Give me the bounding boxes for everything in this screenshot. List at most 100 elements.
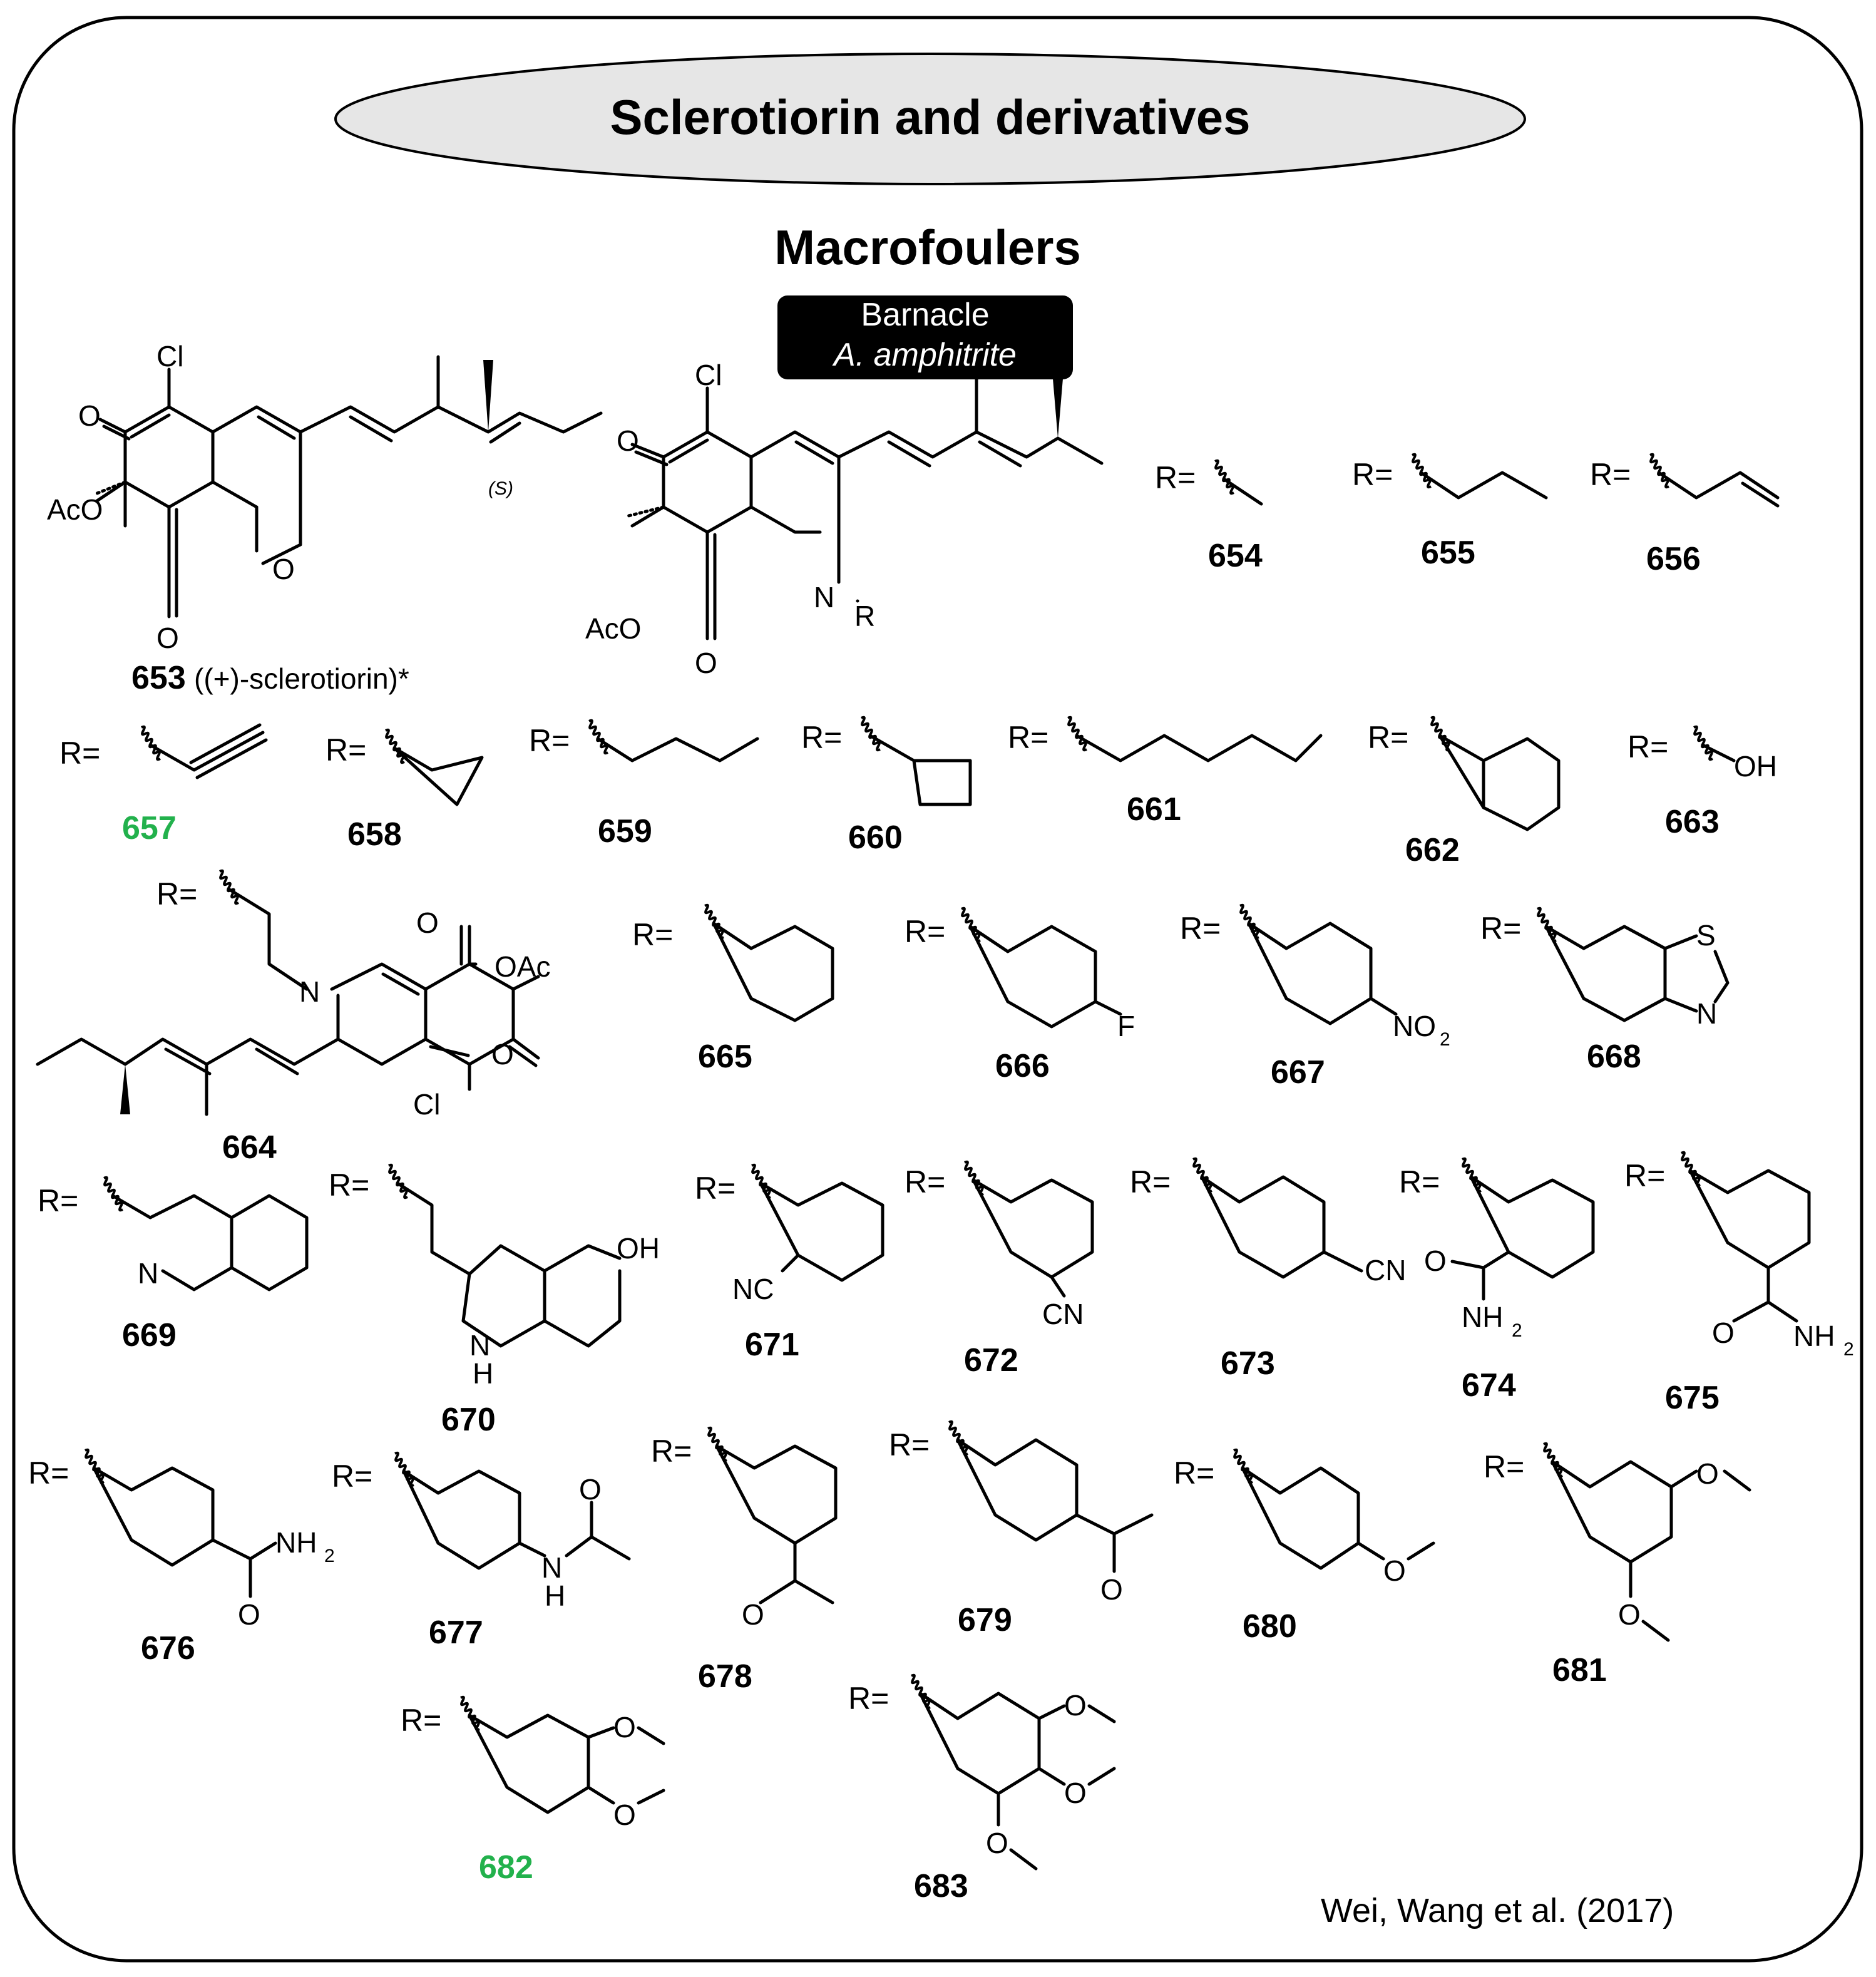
atom-label: OAc — [495, 950, 550, 983]
bond-line — [1438, 734, 1561, 831]
bond-line — [483, 360, 493, 432]
bond-line — [887, 440, 931, 468]
atom-label: R= — [1484, 1449, 1524, 1484]
structure-680: R= O 680 — [1174, 1448, 1435, 1645]
bond-line — [1053, 379, 1063, 438]
atom-label: N — [299, 975, 320, 1008]
atom-label: S — [1696, 919, 1716, 952]
bond-line — [624, 505, 665, 518]
bond-line — [749, 505, 822, 534]
structure-681: R= O O 681 — [1484, 1442, 1751, 1688]
atom-label: O — [1618, 1598, 1641, 1631]
atom-label: O — [1696, 1457, 1719, 1490]
bond-line — [971, 1178, 1094, 1298]
bond-line — [1450, 1175, 1595, 1301]
bond-line — [968, 925, 1122, 1029]
atom-label: H — [545, 1579, 565, 1612]
organism-species-name: A. amphitrite — [832, 337, 1017, 373]
structure-653: Cl O AcO O O (S) 653 ((+)-sclerotiorin)* — [47, 340, 603, 696]
bond-line — [1688, 1169, 1811, 1323]
bond-line — [1701, 743, 1736, 763]
atom-label: R= — [529, 723, 570, 758]
structure-660: R= 660 — [801, 716, 972, 856]
atom-label: R= — [1155, 460, 1196, 495]
structure-683: R= O O O 683 — [848, 1673, 1116, 1904]
bond-line — [715, 1444, 838, 1605]
atom-label: O — [1064, 1689, 1087, 1722]
label-662: 662 — [1405, 832, 1460, 868]
atom-label: O — [742, 1598, 764, 1631]
bond-line — [402, 1469, 631, 1570]
atom-label: R= — [59, 736, 100, 771]
structure-656: R= 656 — [1590, 453, 1780, 577]
bond-line — [468, 1713, 665, 1814]
label-667: 667 — [1271, 1054, 1325, 1091]
label-683: 683 — [914, 1868, 968, 1904]
structure-671: R= NC 671 — [695, 1163, 884, 1363]
bond-line — [749, 430, 841, 509]
bond-line — [1247, 922, 1398, 1025]
label-680: 680 — [1243, 1608, 1297, 1645]
bond-line — [668, 438, 709, 464]
atom-label: N — [138, 1257, 158, 1290]
bond-line — [868, 734, 972, 806]
structure-678: R= O 678 — [651, 1426, 838, 1695]
atom-label: (S) — [488, 478, 513, 499]
bond-line — [349, 415, 393, 443]
atom-label: R= — [401, 1703, 441, 1738]
atom-label: R= — [329, 1168, 369, 1203]
atom-label: R= — [1590, 457, 1631, 492]
label-660: 660 — [848, 819, 903, 856]
bond-line — [459, 925, 471, 966]
structure-655: R= 655 — [1352, 453, 1548, 571]
bond-line — [596, 737, 759, 763]
bond-line — [956, 1438, 1154, 1573]
structure-664: R= N O OAc O Cl 664 — [36, 869, 550, 1166]
atom-label: R= — [1399, 1164, 1440, 1199]
structure-aza-core: Cl O AcO O N R — [585, 359, 1104, 679]
structure-666: R= F 666 — [905, 906, 1135, 1084]
atom-label: O — [986, 1827, 1008, 1859]
structure-662: R= 662 — [1368, 716, 1561, 868]
structure-676: R= NH 2 O 676 — [28, 1448, 335, 1666]
label-655: 655 — [1421, 535, 1475, 571]
label-664: 664 — [222, 1129, 277, 1166]
structure-682: R= O O 682 — [401, 1695, 665, 1886]
structure-667: R= NO 2 667 — [1180, 903, 1450, 1091]
atom-label: Cl — [156, 340, 183, 372]
label-656: 656 — [1646, 541, 1701, 577]
bond-line — [120, 1064, 130, 1114]
bond-line — [211, 480, 259, 509]
atom-label: R — [854, 600, 875, 632]
structure-668: R= S N 668 — [1480, 906, 1730, 1075]
atom-label: O — [613, 1799, 636, 1831]
label-654: 654 — [1208, 538, 1263, 574]
atom-label: R= — [1130, 1164, 1171, 1199]
atom-label: AcO — [585, 612, 641, 645]
bond-line — [1241, 1466, 1435, 1570]
atom-label: O — [1383, 1554, 1406, 1587]
atom-label: O — [272, 553, 295, 585]
label-665: 665 — [698, 1039, 752, 1075]
structure-665: R= 665 — [632, 903, 834, 1075]
label-669: 669 — [122, 1317, 177, 1353]
atom-label: R= — [1352, 457, 1393, 492]
structure-669: R= N 669 — [38, 1176, 309, 1353]
outer-frame — [12, 16, 1863, 1963]
atom-label: N — [541, 1551, 562, 1584]
atom-label: 2 — [1843, 1339, 1854, 1360]
bond-line — [508, 1037, 540, 1067]
atom-label: O — [695, 647, 717, 679]
label-663: 663 — [1665, 804, 1720, 840]
bond-line — [1222, 477, 1263, 506]
bond-line — [1200, 1175, 1363, 1279]
bond-line — [630, 505, 665, 528]
bond-line — [255, 1047, 299, 1076]
label-678: 678 — [698, 1658, 752, 1695]
atom-label: NH — [1793, 1320, 1835, 1352]
organism-common-name: Barnacle — [861, 297, 989, 333]
atom-label: R= — [1008, 720, 1048, 755]
atom-label: O — [613, 1711, 636, 1743]
atom-label: Cl — [413, 1088, 440, 1121]
